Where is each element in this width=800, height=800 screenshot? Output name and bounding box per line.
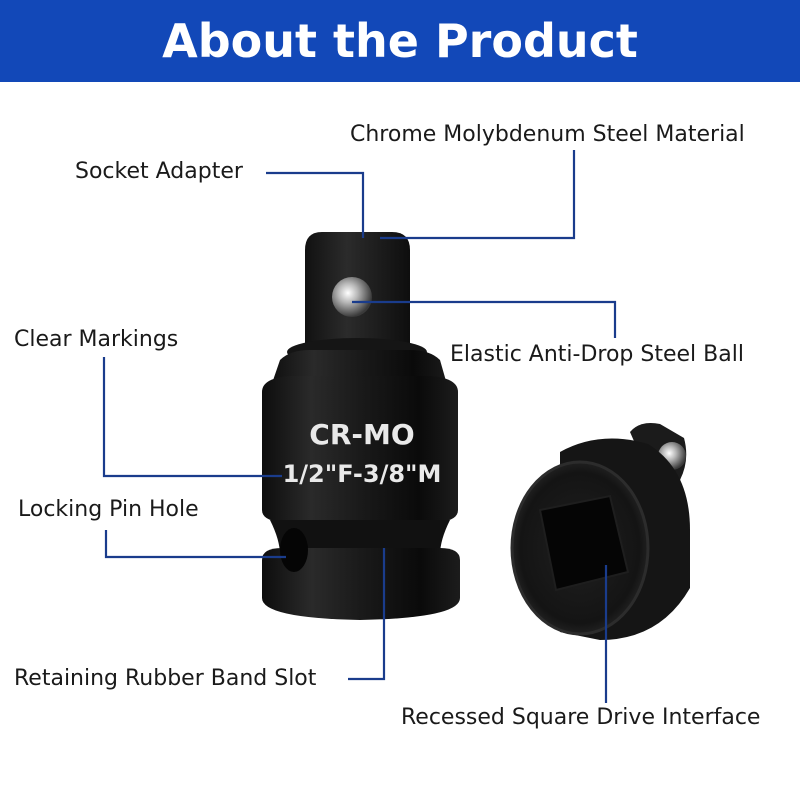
callout-lines	[102, 150, 617, 703]
adapter-body	[262, 376, 460, 620]
callout-square-drive: Recessed Square Drive Interface	[401, 705, 761, 730]
socket-adapter-end	[510, 423, 690, 640]
marking-line-1: CR-MO	[309, 418, 414, 451]
callout-rubber-slot: Retaining Rubber Band Slot	[14, 666, 317, 691]
locking-pin-hole	[280, 528, 308, 572]
callout-locking-pin: Locking Pin Hole	[18, 497, 199, 522]
banner-title: About the Product	[162, 14, 638, 68]
steel-ball-icon	[332, 277, 372, 317]
header-banner: About the Product	[0, 0, 800, 82]
callout-socket-adapter: Socket Adapter	[75, 159, 243, 184]
callout-chrome-steel: Chrome Molybdenum Steel Material	[350, 122, 745, 147]
callout-steel-ball: Elastic Anti-Drop Steel Ball	[450, 342, 744, 367]
marking-line-2: 1/2"F-3/8"M	[283, 460, 442, 488]
callout-clear-markings: Clear Markings	[14, 327, 179, 352]
